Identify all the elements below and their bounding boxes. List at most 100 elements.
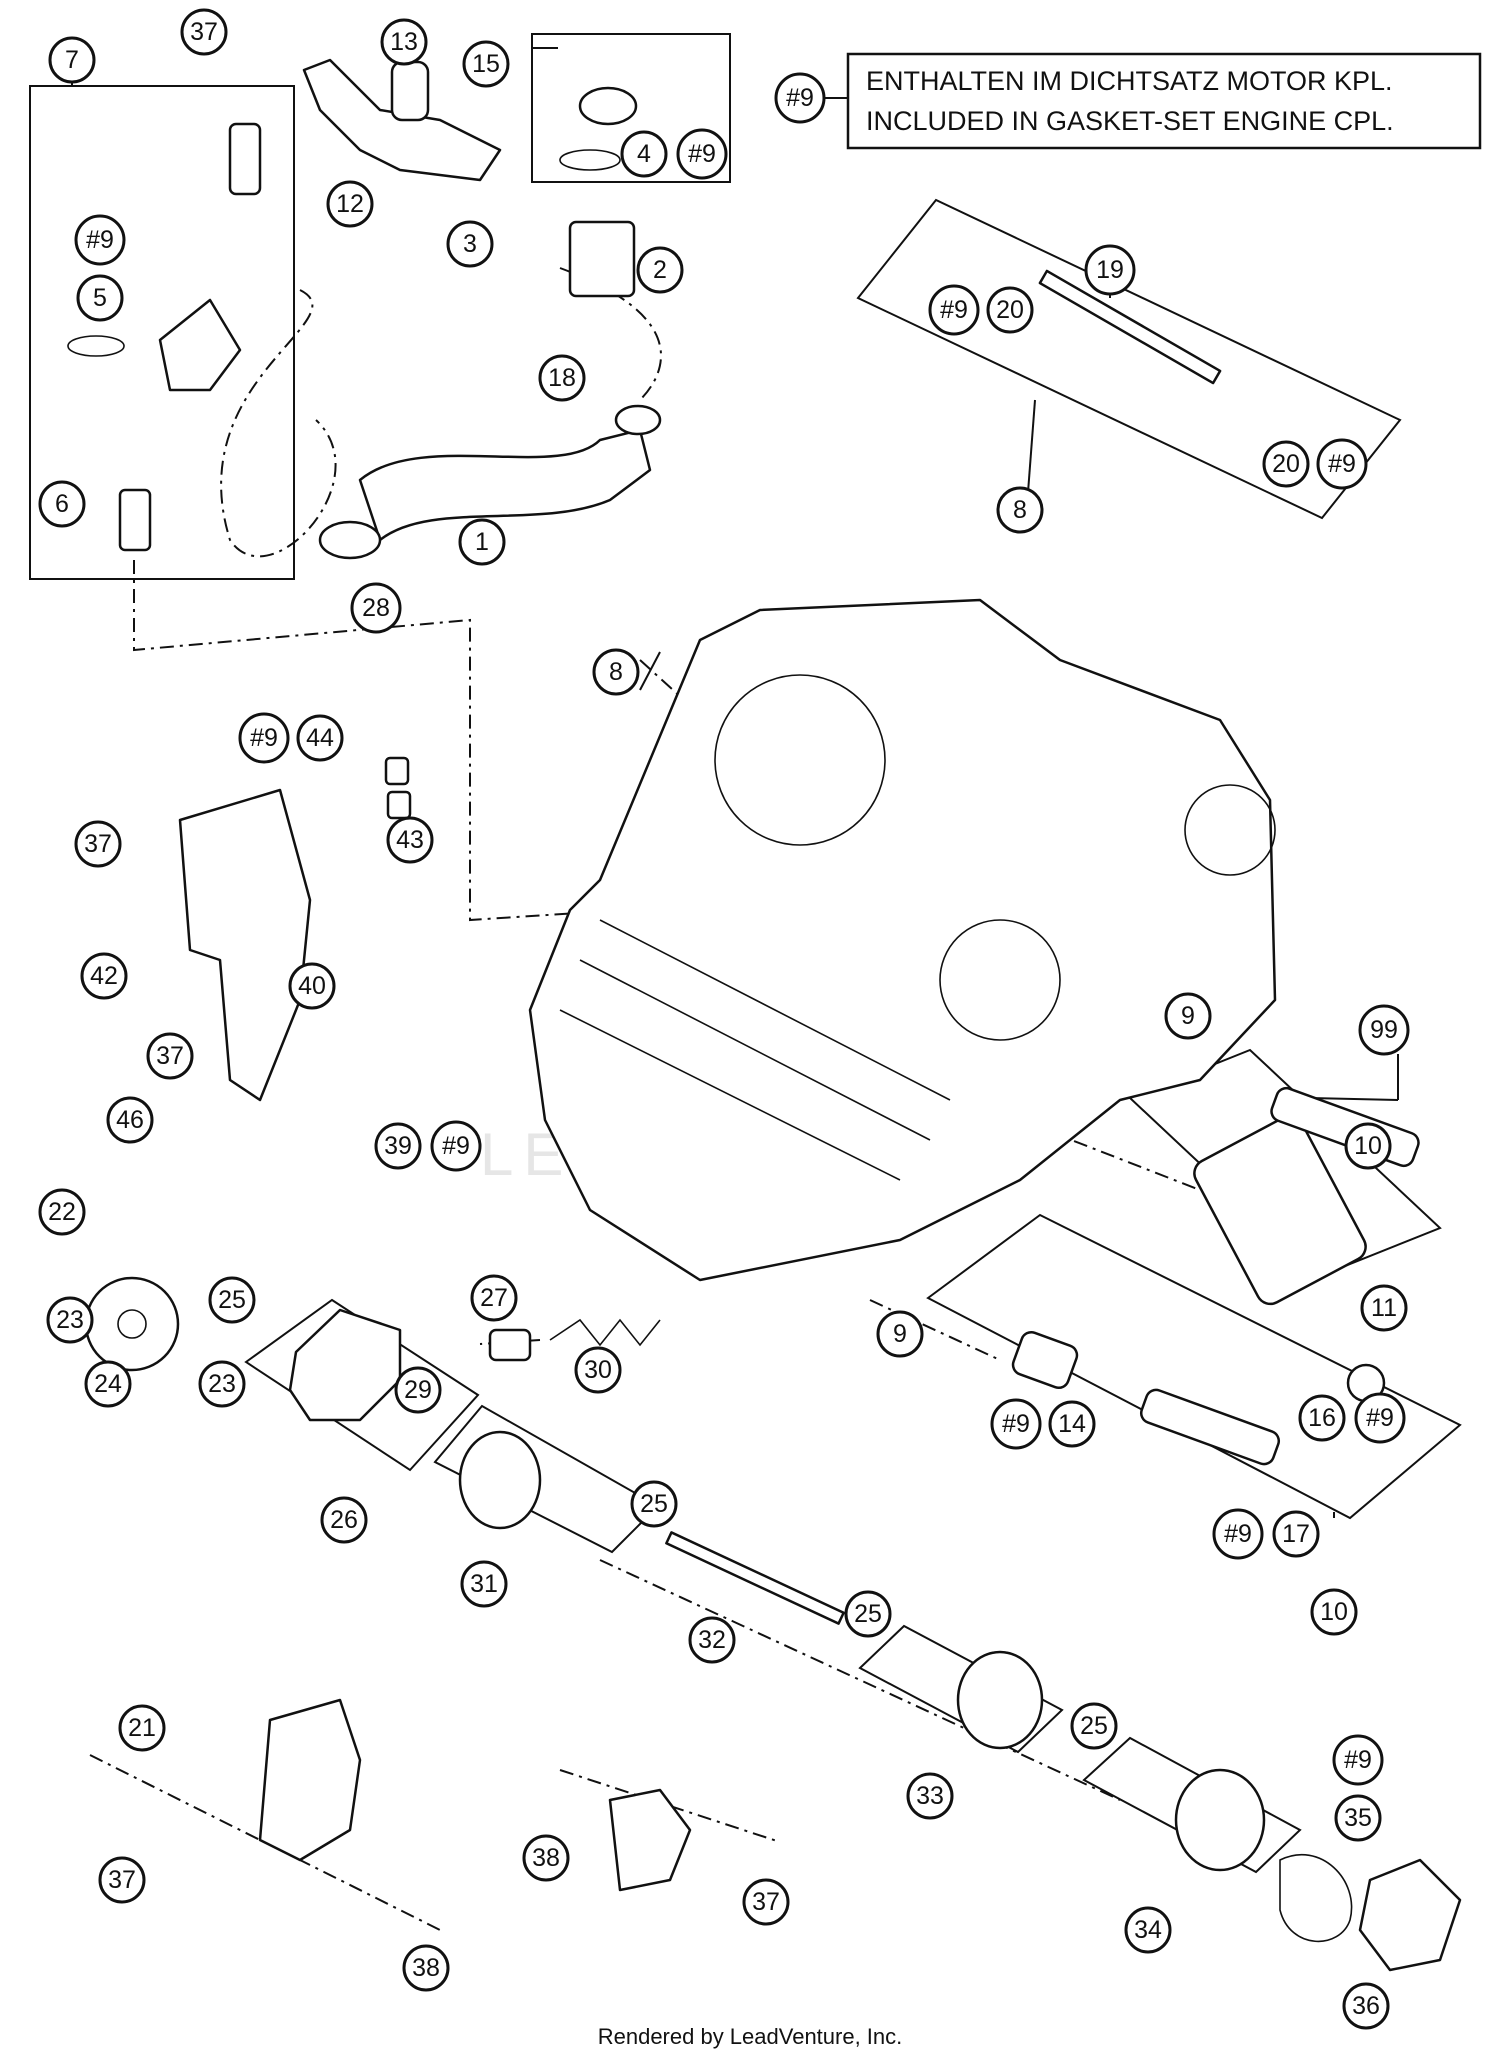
callout-gasket-marker-5[interactable]: #9 — [74, 214, 126, 266]
callout-8-b[interactable]: 8 — [592, 648, 640, 696]
cylinder-bore-1 — [714, 674, 886, 846]
callout-25-b[interactable]: 25 — [630, 1480, 678, 1528]
callout-30[interactable]: 30 — [574, 1346, 622, 1394]
callout-10-a[interactable]: 10 — [1344, 1122, 1392, 1170]
callout-gasket-marker-16[interactable]: #9 — [1354, 1392, 1406, 1444]
callout-label: 1 — [475, 528, 489, 556]
callout-1[interactable]: 1 — [458, 518, 506, 566]
callout-label: 31 — [470, 1570, 498, 1598]
callout-38-a[interactable]: 38 — [522, 1834, 570, 1882]
callout-gasket-marker-legend[interactable]: #9 — [774, 72, 826, 124]
callout-label: 37 — [752, 1888, 780, 1916]
callout-35[interactable]: 35 — [1334, 1794, 1382, 1842]
cooler-sleeve-bottom — [386, 790, 412, 820]
callout-23-b[interactable]: 23 — [198, 1360, 246, 1408]
callout-12[interactable]: 12 — [326, 180, 374, 228]
callout-label: 10 — [1354, 1132, 1382, 1160]
callout-label: 26 — [330, 1506, 358, 1534]
dash-shaft — [599, 1559, 1121, 1801]
callout-19[interactable]: 19 — [1084, 244, 1136, 296]
footer-credit: Rendered by LeadVenture, Inc. — [598, 2024, 903, 2049]
hose-clamp-lower — [318, 520, 382, 560]
rotor-set-2 — [956, 1650, 1044, 1750]
callout-29[interactable]: 29 — [394, 1366, 442, 1414]
callout-7[interactable]: 7 — [48, 36, 96, 84]
callout-20-b[interactable]: 20 — [1262, 440, 1310, 488]
callout-46[interactable]: 46 — [106, 1096, 154, 1144]
callout-37-e[interactable]: 37 — [742, 1878, 790, 1926]
callout-gasket-marker-35[interactable]: #9 — [1332, 1734, 1384, 1786]
callout-16[interactable]: 16 — [1298, 1394, 1346, 1442]
callout-3[interactable]: 3 — [446, 220, 494, 268]
dash-loop — [220, 289, 337, 558]
callout-14[interactable]: 14 — [1048, 1400, 1096, 1448]
callout-label: #9 — [1224, 1520, 1252, 1548]
callout-6[interactable]: 6 — [38, 480, 86, 528]
callout-26[interactable]: 26 — [320, 1496, 368, 1544]
callout-gasket-marker-44[interactable]: #9 — [238, 712, 290, 764]
callout-9-a[interactable]: 9 — [1164, 992, 1212, 1040]
oil-filler-neck — [568, 220, 636, 298]
callout-label: 4 — [637, 140, 651, 168]
callout-gasket-marker-17[interactable]: #9 — [1212, 1508, 1264, 1560]
callout-37-c[interactable]: 37 — [146, 1032, 194, 1080]
callout-13[interactable]: 13 — [380, 18, 428, 66]
callout-label: 38 — [532, 1844, 560, 1872]
callout-gasket-marker-14[interactable]: #9 — [990, 1398, 1042, 1450]
callout-18[interactable]: 18 — [538, 354, 586, 402]
callout-27[interactable]: 27 — [470, 1274, 518, 1322]
callout-label: #9 — [86, 226, 114, 254]
callout-37-b[interactable]: 37 — [74, 820, 122, 868]
callout-15[interactable]: 15 — [462, 40, 510, 88]
callout-25-d[interactable]: 25 — [1070, 1702, 1118, 1750]
callout-33[interactable]: 33 — [906, 1772, 954, 1820]
callout-22[interactable]: 22 — [38, 1188, 86, 1236]
callout-gasket-marker-20-a[interactable]: #9 — [928, 284, 980, 336]
callout-label: #9 — [1366, 1404, 1394, 1432]
pump-housing-lower — [258, 1698, 362, 1862]
callout-36[interactable]: 36 — [1342, 1982, 1390, 2030]
callout-44[interactable]: 44 — [296, 714, 344, 762]
callout-label: 19 — [1096, 256, 1124, 284]
callout-9-b[interactable]: 9 — [876, 1310, 924, 1358]
callout-label: 9 — [1181, 1002, 1195, 1030]
callout-label: 35 — [1344, 1804, 1372, 1832]
callout-label: 22 — [48, 1198, 76, 1226]
callout-37-a[interactable]: 37 — [180, 8, 228, 56]
oil-filler-cap — [578, 86, 638, 126]
callout-5[interactable]: 5 — [76, 274, 124, 322]
callout-25-c[interactable]: 25 — [844, 1590, 892, 1638]
callout-25-a[interactable]: 25 — [208, 1276, 256, 1324]
callout-31[interactable]: 31 — [460, 1560, 508, 1608]
callout-37-d[interactable]: 37 — [98, 1856, 146, 1904]
callout-20-a[interactable]: 20 — [986, 286, 1034, 334]
frame-oil-screen — [926, 1213, 1462, 1520]
callout-39[interactable]: 39 — [374, 1122, 422, 1170]
callout-23-a[interactable]: 23 — [46, 1296, 94, 1344]
callout-gasket-marker-39[interactable]: #9 — [430, 1120, 482, 1172]
callout-42[interactable]: 42 — [80, 952, 128, 1000]
callout-38-b[interactable]: 38 — [402, 1944, 450, 1992]
callout-34[interactable]: 34 — [1124, 1906, 1172, 1954]
callout-99[interactable]: 99 — [1358, 1004, 1410, 1056]
callout-21[interactable]: 21 — [118, 1704, 166, 1752]
callout-17[interactable]: 17 — [1272, 1510, 1320, 1558]
callout-8-a[interactable]: 8 — [996, 486, 1044, 534]
callout-gasket-marker-4[interactable]: #9 — [676, 128, 728, 180]
callout-gasket-marker-20-b[interactable]: #9 — [1316, 438, 1368, 490]
callout-label: 11 — [1371, 1294, 1397, 1322]
callout-11[interactable]: 11 — [1360, 1284, 1408, 1332]
callout-label: 12 — [336, 190, 364, 218]
callout-40[interactable]: 40 — [288, 962, 336, 1010]
pump-housing-middle — [608, 1788, 692, 1892]
callout-label: #9 — [940, 296, 968, 324]
callout-32[interactable]: 32 — [688, 1616, 736, 1664]
oil-pressure-sensor — [158, 298, 242, 392]
callout-2[interactable]: 2 — [636, 246, 684, 294]
callout-10-b[interactable]: 10 — [1310, 1588, 1358, 1636]
callout-4[interactable]: 4 — [620, 130, 668, 178]
callout-43[interactable]: 43 — [386, 816, 434, 864]
callout-24[interactable]: 24 — [84, 1360, 132, 1408]
callout-28[interactable]: 28 — [350, 582, 402, 634]
